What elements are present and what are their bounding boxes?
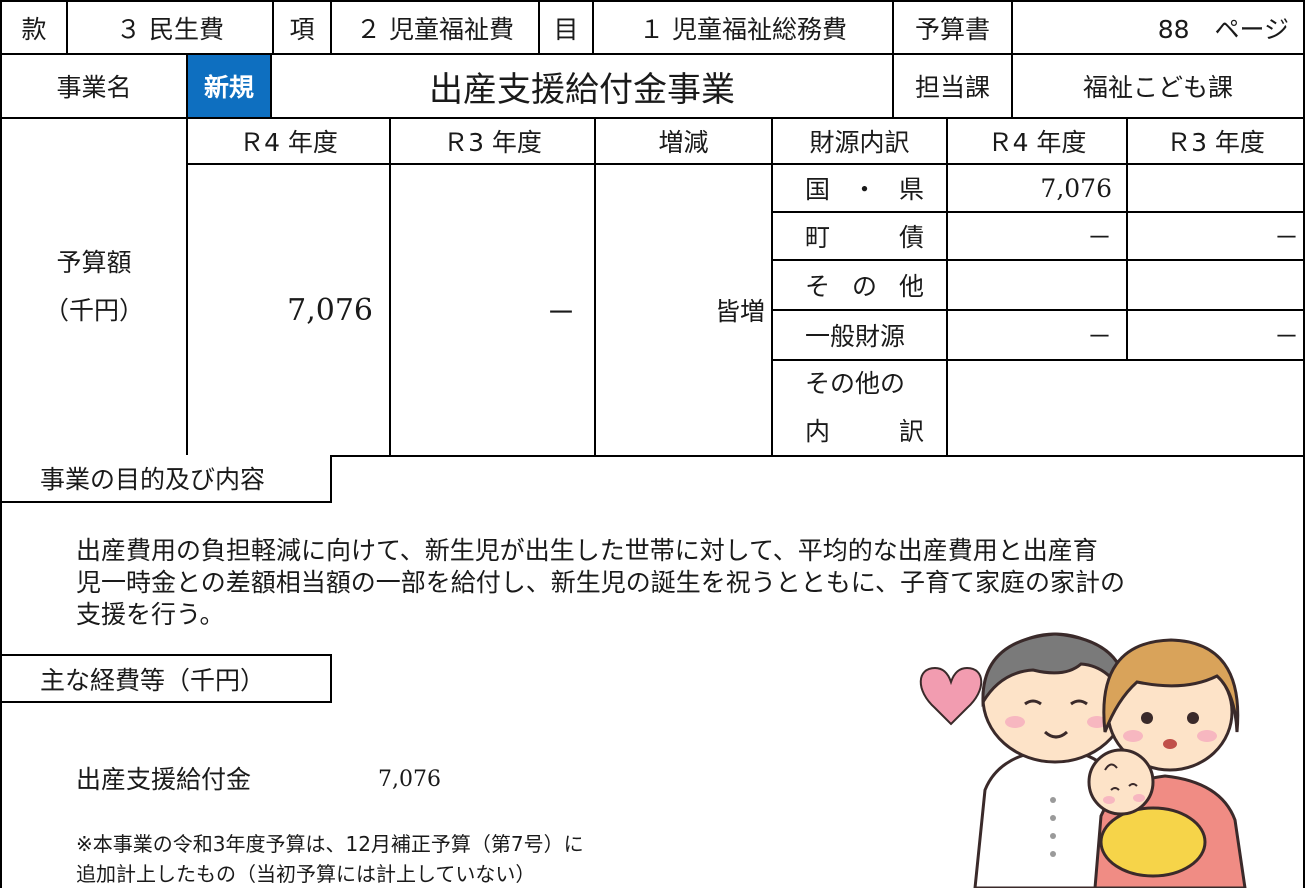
source-label-part: 債 [898,223,924,252]
purpose-line: 出産費用の負担軽減に向けて、新生児が出生した世帯に対して、平均的な出産費用と出産… [76,536,1098,565]
src-r4-national: 7,076 [946,163,1128,213]
purpose-section-title: 事業の目的及び内容 [2,455,332,503]
expense-item-label: 出産支援給付金 [76,765,252,794]
expenses-section-title: 主な経費等（千円） [2,654,332,703]
frame-left [0,454,2,888]
note-line: 追加計上したもの（当初予算には計上していない） [76,862,536,886]
col-r4: Ｒ4 年度 [186,117,391,165]
source-row-bond: 町 債 [771,211,948,261]
src-r3-bond: － [1126,211,1305,261]
r4-amount: 7,076 [186,163,391,457]
budget-label-cell: 予算額 （千円） [0,117,188,457]
source-label-part: 県 [898,175,924,204]
budget-label: 予算額 [56,248,132,277]
page-ref: 88 ページ [1011,0,1305,55]
other-breakdown-values [946,359,1305,457]
source-label-part: の [851,272,877,301]
source-row-general: 一般財源 [771,309,948,361]
r3-amount: － [389,163,596,457]
frame-right [1303,454,1305,888]
purpose-line: 児一時金との差額相当額の一部を給付し、新生児の誕生を祝うとともに、子育て家庭の家… [76,568,1126,597]
new-badge: 新規 [186,53,272,119]
moku-label: 目 [538,0,594,55]
src-r4-bond: － [946,211,1128,261]
note-line: ※本事業の令和3年度予算は、12月補正予算（第7号）に [76,832,584,856]
yosansho-label: 予算書 [892,0,1013,55]
purpose-line: 支援を行う。 [76,600,225,629]
moku-value: １ 児童福祉総務費 [592,0,894,55]
col-change: 増減 [594,117,773,165]
heart-icon [919,666,983,726]
kan-value: ３ 民生費 [66,0,274,55]
src-r4-other [946,259,1128,311]
family-with-baby-illustration [919,632,1247,888]
budget-unit: （千円） [43,296,144,325]
expense-item-value: 7,076 [378,767,441,792]
source-row-other: そ の 他 [771,259,948,311]
src-r3-national [1126,163,1305,213]
source-label-part: ・ [851,175,877,204]
src-r4-general: － [946,309,1128,361]
col-src-r4: Ｒ4 年度 [946,117,1128,165]
change-value: 皆増 [594,163,773,457]
kou-label: 項 [272,0,332,55]
source-label-part: 他 [898,272,924,301]
col-source: 財源内訳 [771,117,948,165]
src-r3-other [1126,259,1305,311]
source-label-part: そ [805,272,831,301]
dept-label: 担当課 [892,53,1013,119]
kou-value: ２ 児童福祉費 [330,0,540,55]
col-src-r3: Ｒ3 年度 [1126,117,1305,165]
kan-label: 款 [0,0,68,55]
source-label-part: 国 [805,175,831,204]
project-name: 出産支援給付金事業 [270,53,894,119]
source-label-part: 町 [805,223,831,252]
expense-note: ※本事業の令和3年度予算は、12月補正予算（第7号）に 追加計上したもの（当初予… [76,829,584,889]
col-r3: Ｒ3 年度 [389,117,596,165]
other-breakdown-line1: その他の [805,369,906,398]
other-breakdown-inner: 内 [805,417,831,446]
src-r3-general: － [1126,309,1305,361]
project-name-label: 事業名 [0,53,188,119]
other-breakdown-detail: 訳 [898,417,924,446]
dept-value: 福祉こども課 [1011,53,1305,119]
source-row-national: 国 ・ 県 [771,163,948,213]
purpose-text: 出産費用の負担軽減に向けて、新生児が出生した世帯に対して、平均的な出産費用と出産… [76,535,1125,631]
source-row-other-breakdown: その他の 内 訳 [771,359,948,457]
